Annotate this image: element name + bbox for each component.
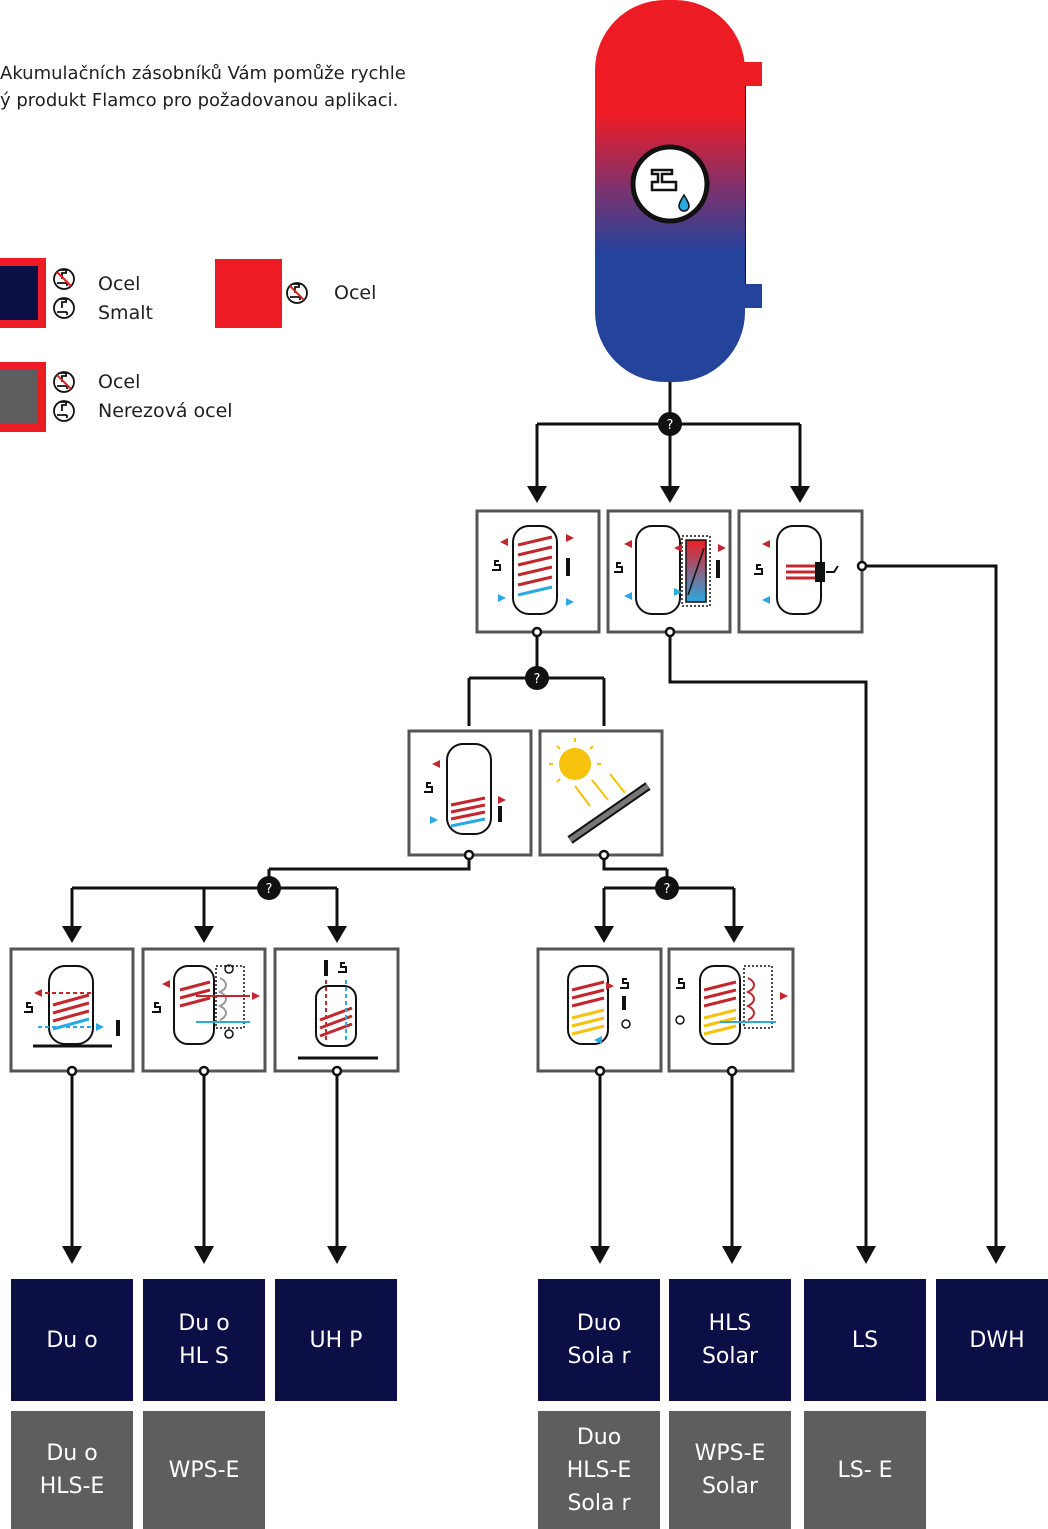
no-potable-water-icon — [53, 371, 75, 393]
product-duo[interactable]: Du o — [11, 1279, 133, 1401]
arrowheads — [62, 926, 744, 943]
coil-tank-option[interactable] — [475, 509, 601, 634]
decision-marker: ? — [655, 876, 679, 900]
product-label: HLS-E — [39, 1474, 105, 1499]
product-wps-e-solar[interactable]: WPS-E Solar — [669, 1411, 791, 1529]
connector-lines — [467, 564, 998, 1248]
product-duo-hls[interactable]: Du o HL S — [143, 1279, 265, 1401]
product-label: Duo — [576, 1311, 622, 1336]
arrowheads — [62, 1246, 1006, 1264]
intro-text: Akumulačních zásobníků Vám pomůže rychle… — [0, 60, 470, 114]
product-duo-solar[interactable]: Duo Sola r — [538, 1279, 660, 1401]
product-label: WPS-E — [168, 1457, 240, 1483]
solar-collector-option[interactable] — [538, 729, 664, 857]
hls-solar-tank-option[interactable] — [667, 947, 795, 1073]
legend-label-steel: Ocel — [334, 282, 377, 304]
double-coil-tank-option[interactable] — [407, 729, 533, 857]
uhp-tank-option[interactable] — [273, 947, 400, 1073]
product-label: DWH — [969, 1327, 1025, 1353]
product-hls-solar[interactable]: HLS Solar — [669, 1279, 791, 1401]
main-tank-icon — [595, 0, 762, 382]
product-duo-hls-e-solar[interactable]: Duo HLS-E Sola r — [538, 1411, 660, 1529]
product-label: Sola r — [567, 1490, 631, 1516]
product-label: HLS — [708, 1311, 752, 1336]
duo-tank-option[interactable] — [9, 947, 135, 1073]
legend-red-swatch — [215, 259, 282, 328]
svg-text:?: ? — [266, 882, 273, 897]
product-label: LS- E — [837, 1457, 893, 1483]
legend-label-enamel: Smalt — [98, 302, 153, 324]
intro-line-2: ý produkt Flamco pro požadovanou aplikac… — [0, 90, 399, 111]
product-label: Du o — [46, 1441, 98, 1466]
connector-nodes — [66, 1065, 738, 1077]
product-label: Sola r — [567, 1344, 631, 1369]
product-dwh[interactable]: DWH — [936, 1279, 1048, 1401]
connector-lines — [70, 1071, 734, 1248]
product-label: Solar — [701, 1474, 759, 1499]
product-label: Solar — [701, 1344, 759, 1369]
no-potable-water-icon — [53, 268, 75, 290]
connector-nodes — [463, 849, 610, 861]
decision-marker: ? — [257, 876, 281, 900]
legend-label-steel: Ocel — [98, 273, 141, 295]
duo-solar-tank-option[interactable] — [536, 947, 663, 1073]
product-duo-hls-e[interactable]: Du o HLS-E — [11, 1411, 133, 1529]
product-label: LS — [851, 1327, 879, 1353]
product-ls-e[interactable]: LS- E — [804, 1411, 926, 1529]
connector-lines — [535, 382, 802, 490]
legend-grey-swatch — [0, 362, 46, 432]
product-label: Du o — [178, 1311, 230, 1336]
product-ls[interactable]: LS — [804, 1279, 926, 1401]
decision-marker: ? — [658, 412, 682, 436]
svg-text:?: ? — [664, 882, 671, 897]
intro-line-1: Akumulačních zásobníků Vám pomůže rychle — [0, 63, 406, 84]
legend-label-stainless: Nerezová ocel — [98, 400, 233, 422]
svg-text:?: ? — [534, 672, 541, 687]
product-label: Du o — [46, 1327, 98, 1353]
potable-water-icon — [53, 400, 75, 422]
legend-navy-swatch — [0, 258, 46, 328]
connector-lines — [70, 855, 736, 928]
connector-nodes — [531, 560, 868, 638]
electric-heater-tank-option[interactable] — [737, 509, 864, 634]
no-potable-water-icon — [286, 282, 308, 304]
potable-water-icon — [53, 297, 75, 319]
external-exchanger-tank-option[interactable] — [606, 509, 732, 634]
svg-text:?: ? — [667, 418, 674, 433]
legend-label-steel: Ocel — [98, 371, 141, 393]
product-uhp[interactable]: UH P — [275, 1279, 397, 1401]
product-label: HLS-E — [566, 1457, 632, 1483]
product-label: WPS-E — [694, 1441, 766, 1466]
product-label: Duo — [576, 1424, 622, 1450]
arrowheads — [527, 486, 810, 503]
product-wps-e[interactable]: WPS-E — [143, 1411, 265, 1529]
product-label: HL S — [179, 1344, 229, 1369]
decision-marker: ? — [525, 666, 549, 690]
duo-hls-tank-option[interactable] — [141, 947, 267, 1073]
product-label: UH P — [309, 1327, 363, 1353]
